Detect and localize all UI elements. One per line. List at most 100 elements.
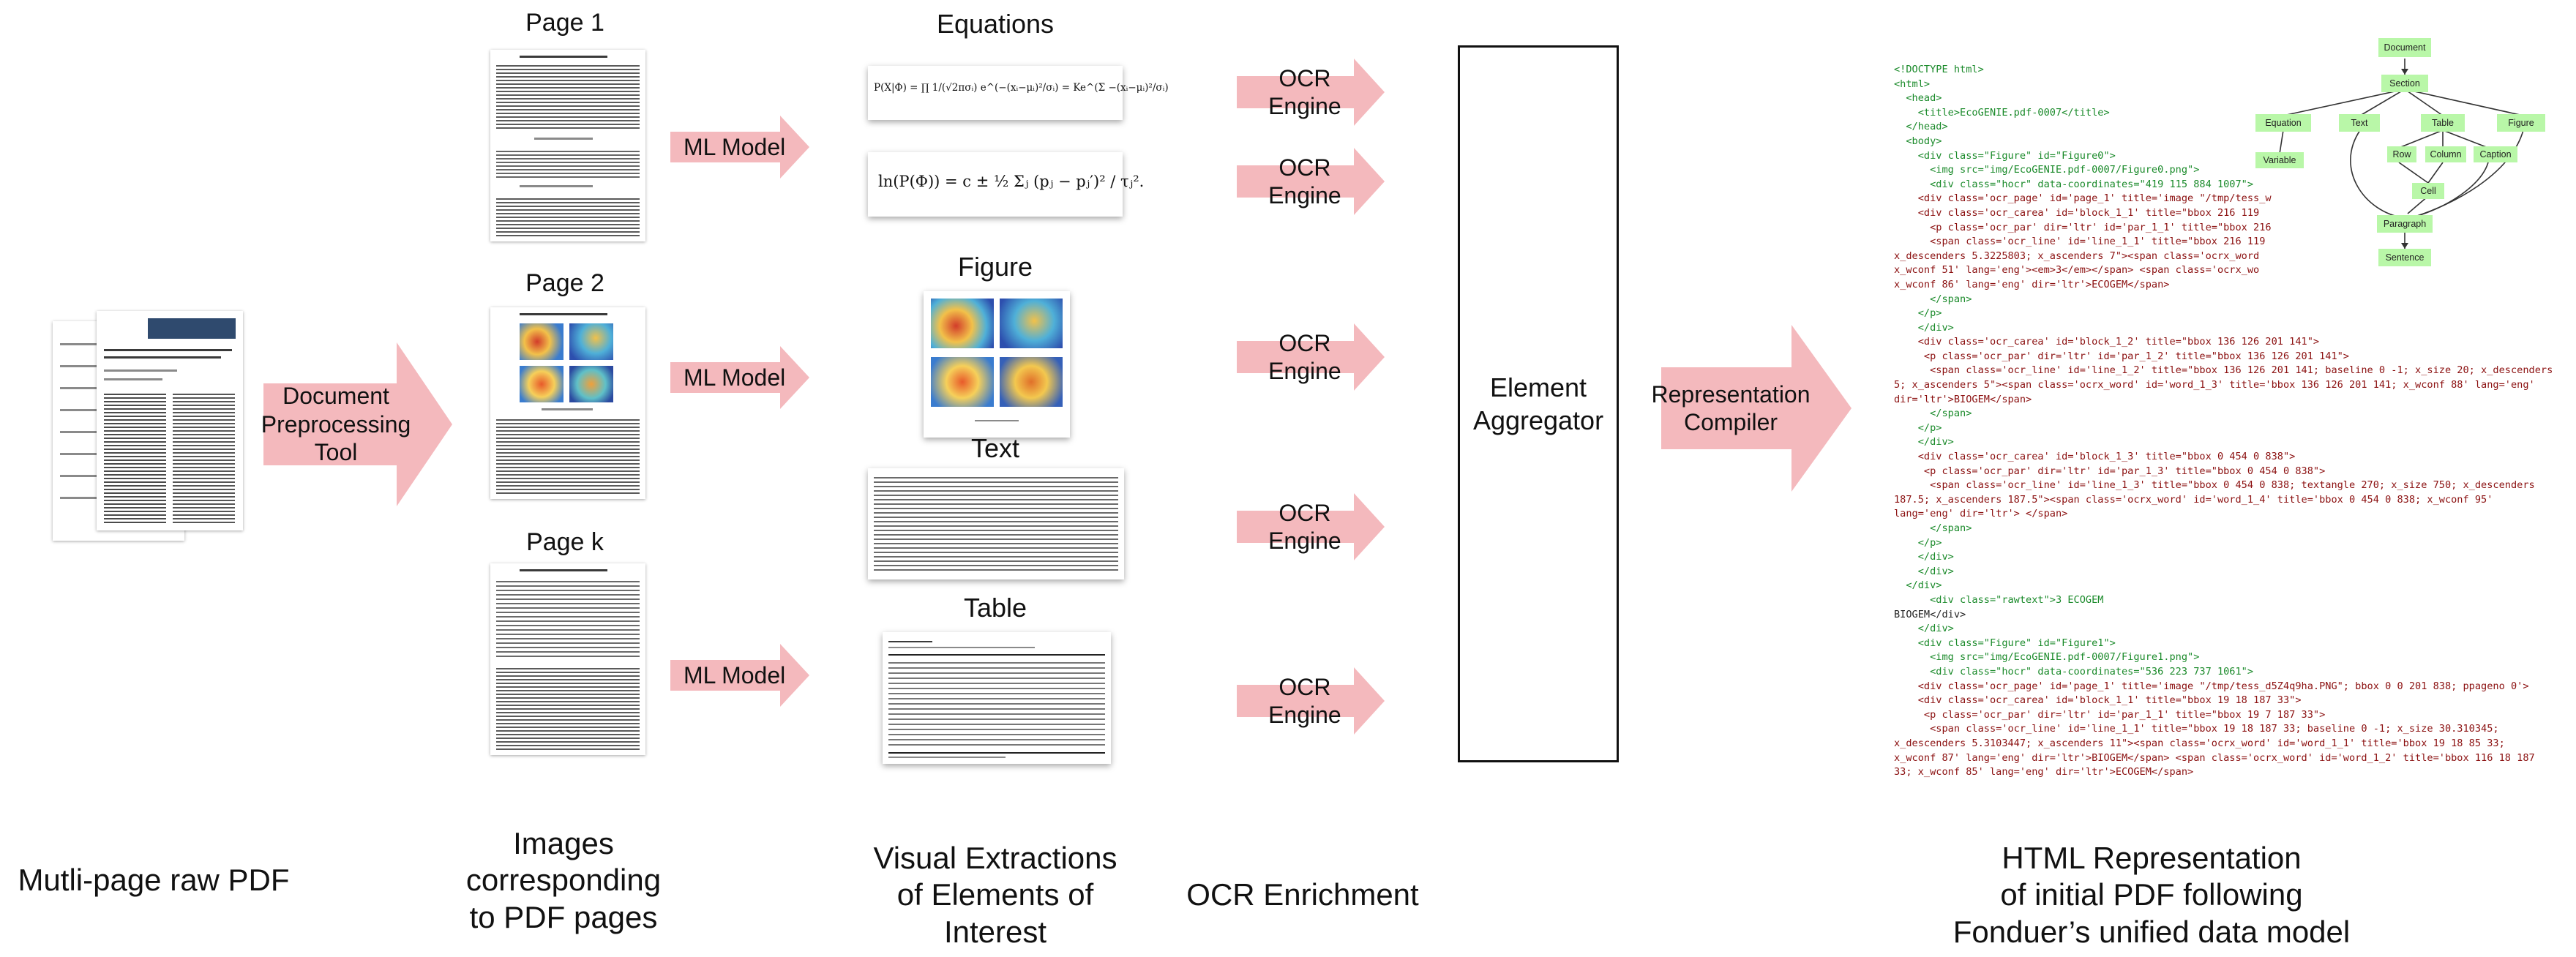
tree-node-sentence: Sentence	[2378, 249, 2431, 266]
code-line: <img src="img/EcoGENIE.pdf-0007/Figure1.…	[1894, 651, 2200, 664]
code-line: 187.5; x_ascenders 187.5"><span class='o…	[1894, 493, 2493, 506]
code-line: <div class='ocr_carea' id='block_1_3' ti…	[1894, 451, 2296, 463]
code-line: BIOGEM</div>	[1894, 608, 1966, 620]
code-line: <div class='ocr_page' id='page_1' title=…	[1894, 192, 2272, 205]
tree-node-document: Document	[2378, 38, 2431, 57]
equation-card-2: ln(P(Φ)) = c ± ½ Σⱼ (pⱼ − pⱼ′)² / τⱼ².	[868, 152, 1144, 217]
code-line: </span>	[1894, 522, 1972, 534]
tree-node-caption: Caption	[2474, 146, 2517, 162]
code-line: <body>	[1894, 135, 1942, 147]
code-line: x_wconf 51' lang='eng'><em>3</em></span>…	[1894, 264, 2260, 277]
equations-title: Equations	[936, 9, 1055, 39]
tree-node-text: Text	[2339, 114, 2380, 132]
code-line: <title>EcoGENIE.pdf-0007</title>	[1894, 106, 2110, 119]
code-line: <img src="img/EcoGENIE.pdf-0007/Figure0.…	[1894, 164, 2200, 176]
code-line: x_wconf 87' lang='eng' dir='ltr'>BIOGEM<…	[1894, 751, 2535, 764]
ocr-engine-arrow-4: OCR Engine	[1237, 493, 1385, 560]
ocr-engine-label-4: OCR Engine	[1268, 499, 1341, 554]
code-line: </span>	[1894, 408, 1972, 420]
code-line: <span class='ocr_line' id='line_1_3' tit…	[1894, 479, 2535, 492]
ocr-engine-label-2: OCR Engine	[1268, 154, 1341, 209]
equation-2: ln(P(Φ)) = c ± ½ Σⱼ (pⱼ − pⱼ′)² / τⱼ².	[878, 173, 1145, 190]
representation-compiler-arrow: Representation Compiler	[1651, 325, 1852, 492]
code-line: <div class="Figure" id="Figure1">	[1894, 637, 2116, 649]
code-line: <div class='ocr_carea' id='block_1_2' ti…	[1894, 336, 2320, 348]
code-line: </div>	[1894, 623, 1954, 635]
code-line: </div>	[1894, 436, 1954, 449]
code-line: <p class='ocr_par' dir='ltr' id='par_1_2…	[1894, 350, 2349, 362]
code-line: </div>	[1894, 579, 1942, 592]
element-aggregator-label: Element Aggregator	[1472, 372, 1604, 435]
ocr-engine-label-3: OCR Engine	[1268, 329, 1341, 384]
caption-raw-pdf: Mutli-page raw PDF	[18, 863, 290, 897]
tree-node-variable: Variable	[2255, 152, 2304, 168]
code-line: <p class='ocr_par' dir='ltr' id='par_1_1…	[1894, 708, 2326, 721]
code-line: </div>	[1894, 565, 1954, 577]
preprocessing-arrow: Document Preprocessing Tool	[261, 342, 452, 506]
raw-pdf-page-front	[97, 311, 243, 530]
ocr-engine-arrow-1: OCR Engine	[1237, 59, 1385, 126]
code-line: <span class='ocr_line' id='line_1_1' tit…	[1894, 236, 2266, 248]
code-line: <div class="rawtext">3 ECOGEM	[1894, 593, 2104, 606]
ocr-engine-arrow-5: OCR Engine	[1237, 667, 1385, 735]
code-line: x_descenders 5.3225803; x_ascenders 7"><…	[1894, 249, 2260, 262]
ocr-engine-label-5: OCR Engine	[1268, 673, 1341, 728]
code-line: lang='eng' dir='ltr'> </span>	[1894, 508, 2068, 520]
ml-model-label-1: ML Model	[683, 133, 786, 160]
tree-node-cell: Cell	[2412, 183, 2444, 199]
data-model-tree-edges	[2279, 59, 2524, 249]
page-1-title: Page 1	[525, 9, 604, 37]
html-code-listing: <!DOCTYPE html> <html> <head> <title>EcoG…	[1894, 63, 2576, 780]
code-line: <div class='ocr_carea' id='block_1_1' ti…	[1894, 206, 2260, 219]
page-1-thumbnail	[490, 50, 645, 241]
page-k-thumbnail	[490, 563, 645, 755]
code-line: </div>	[1894, 321, 1954, 334]
code-line: <!DOCTYPE html>	[1894, 64, 1984, 75]
code-line: <span class='ocr_line' id='line_1_2' tit…	[1894, 364, 2553, 377]
ml-model-arrow-1: ML Model	[670, 116, 809, 179]
code-line: </div>	[1894, 551, 1954, 563]
code-line: 5; x_ascenders 5"><span class='ocrx_word…	[1894, 379, 2535, 391]
tree-node-section: Section	[2381, 75, 2428, 92]
ml-model-arrow-3: ML Model	[670, 644, 809, 707]
code-line: </p>	[1894, 307, 1942, 320]
code-line: </p>	[1894, 536, 1942, 549]
code-line: </p>	[1894, 421, 1942, 434]
text-title: Text	[970, 433, 1020, 463]
table-card	[883, 632, 1111, 764]
page-2-thumbnail	[490, 307, 645, 499]
code-line: 33; x_wconf 85' lang='eng' dir='ltr'>ECO…	[1894, 766, 2194, 778]
ocr-engine-arrow-3: OCR Engine	[1237, 323, 1385, 391]
code-line: </head>	[1894, 121, 1948, 133]
ml-model-label-3: ML Model	[683, 661, 786, 688]
page-k-title: Page k	[526, 528, 604, 556]
caption-visual-extractions: Visual Extractions of Elements of Intere…	[873, 841, 1117, 949]
ml-model-label-2: ML Model	[683, 364, 786, 391]
ocr-engine-label-1: OCR Engine	[1268, 64, 1341, 119]
caption-ocr-enrichment: OCR Enrichment	[1186, 877, 1419, 912]
code-line: x_wconf 86' lang='eng' dir='ltr'>ECOGEM<…	[1894, 278, 2170, 290]
ocr-engine-arrow-2: OCR Engine	[1237, 148, 1385, 215]
tree-node-row: Row	[2387, 146, 2416, 162]
code-line: dir='ltr'>BIOGEM</span>	[1894, 393, 2032, 405]
tree-node-table: Table	[2421, 114, 2465, 132]
table-title: Table	[963, 593, 1027, 623]
figure-card	[924, 291, 1070, 438]
code-line: <p class='ocr_par' dir='ltr' id='par_1_3…	[1894, 465, 2326, 477]
code-line: <p class='ocr_par' dir='ltr' id='par_1_1…	[1894, 221, 2272, 233]
code-line: <span class='ocr_line' id='line_1_1' tit…	[1894, 723, 2499, 735]
code-line: x_descenders 5.3103447; x_ascenders 11">…	[1894, 737, 2505, 749]
equation-card-1: P(X|Φ) = ∏ 1/(√2πσᵢ) e^(−(xᵢ−μᵢ)²/σᵢ) = …	[868, 66, 1169, 120]
tree-node-equation: Equation	[2255, 114, 2311, 132]
code-line: <html>	[1894, 78, 1931, 90]
page-2-title: Page 2	[525, 269, 604, 297]
code-line: </span>	[1894, 293, 1972, 305]
code-line: <div class="Figure" id="Figure0">	[1894, 149, 2116, 162]
caption-images: Images corresponding to PDF pages	[465, 826, 662, 934]
representation-compiler-label: Representation Compiler	[1651, 380, 1811, 435]
element-aggregator-box: Element Aggregator	[1458, 45, 1619, 762]
raw-pdf-stack	[53, 311, 250, 545]
tree-node-figure: Figure	[2497, 114, 2545, 132]
preprocessing-label: Document Preprocessing Tool	[261, 383, 411, 466]
code-line: <head>	[1894, 92, 1942, 105]
